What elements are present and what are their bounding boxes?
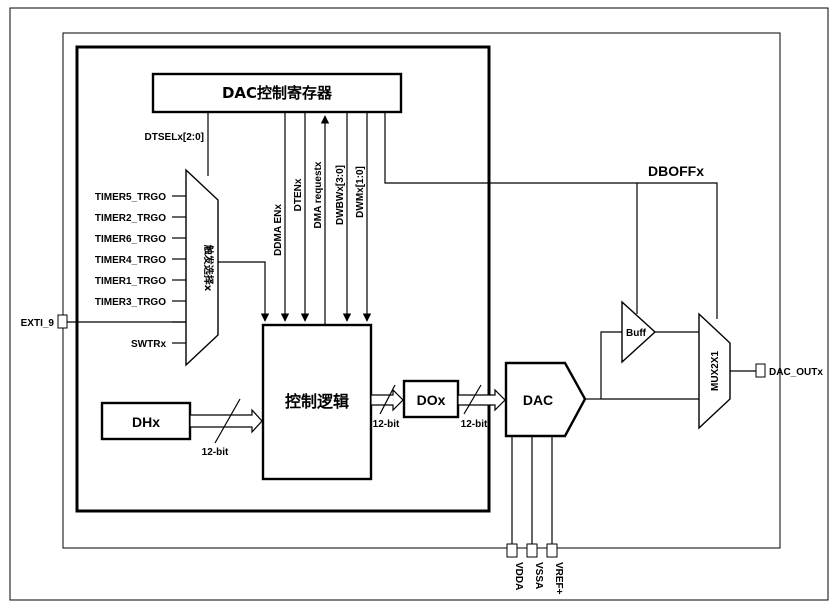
output-mux-label: MUX2X1 <box>710 351 721 391</box>
dboff-line: DBOFFx <box>384 112 718 319</box>
dhx-bus-arrow: 12-bit <box>189 398 263 458</box>
output-mux: MUX2X1 <box>698 312 731 430</box>
dac-output-wiring <box>585 331 699 400</box>
dac-control-register: DAC控制寄存器 <box>151 72 403 114</box>
exti-label: EXTI_9 <box>21 318 55 329</box>
chip-boundary <box>62 32 781 549</box>
dox-block: DOx <box>402 379 460 419</box>
dhx-bus-label: 12-bit <box>202 447 229 458</box>
dac-out-pin: DAC_OUTx <box>730 363 823 378</box>
dhx-block: DHx <box>100 401 192 441</box>
dwm-label: DWMx[1:0] <box>355 166 366 218</box>
vssa-label: VSSA <box>533 562 544 589</box>
trigger-output-line <box>218 261 270 322</box>
trigger-inputs: TIMER5_TRGO TIMER2_TRGO TIMER6_TRGO TIME… <box>95 192 186 350</box>
trigger-input-label: SWTRx <box>131 339 166 350</box>
trigger-input-label: TIMER1_TRGO <box>95 276 166 287</box>
trigger-input-label: TIMER2_TRGO <box>95 213 166 224</box>
dac-supply-pins: VDDA VSSA VREF+ <box>506 436 564 595</box>
vref-label: VREF+ <box>553 562 564 595</box>
control-logic: 控制逻辑 <box>261 323 373 481</box>
dboff-label: DBOFFx <box>648 163 704 179</box>
dwbw-label: DWBWx[3:0] <box>335 165 346 225</box>
dox-bus-label: 12-bit <box>461 419 488 430</box>
buffer-label: Buff <box>626 328 647 339</box>
dma-request-label: DMA requestx <box>313 161 324 228</box>
control-signals: DDMA ENx DTENx DMA requestx DWBWx[3:0] D… <box>273 112 372 325</box>
control-area-frame <box>75 45 491 513</box>
trigger-input-label: TIMER6_TRGO <box>95 234 166 245</box>
vdda-label: VDDA <box>513 562 524 590</box>
dac-out-label: DAC_OUTx <box>769 367 823 378</box>
ddmaen-label: DDMA ENx <box>273 204 284 256</box>
dtsel-label: DTSELx[2:0] <box>145 132 204 143</box>
outer-frame <box>9 7 829 601</box>
buffer: Buff <box>621 300 657 364</box>
trigger-input-label: TIMER3_TRGO <box>95 297 166 308</box>
dac-control-register-label: DAC控制寄存器 <box>222 84 333 102</box>
trigger-mux-label: 触发选择x <box>202 244 215 292</box>
dac-label: DAC <box>523 392 553 408</box>
trigger-input-label: TIMER4_TRGO <box>95 255 166 266</box>
dten-label: DTENx <box>293 178 304 211</box>
exti-pin: EXTI_9 <box>21 314 186 329</box>
dox-label: DOx <box>417 392 446 408</box>
control-logic-label: 控制逻辑 <box>285 392 349 411</box>
dox-bus-arrow: 12-bit <box>457 384 506 430</box>
trigger-input-label: TIMER5_TRGO <box>95 192 166 203</box>
dhx-label: DHx <box>132 414 160 430</box>
dac-block: DAC <box>504 361 587 438</box>
trigger-mux: 触发选择x <box>185 168 219 367</box>
ctrl-bus-arrow: 12-bit <box>370 384 404 430</box>
ctrl-bus-label: 12-bit <box>373 419 400 430</box>
